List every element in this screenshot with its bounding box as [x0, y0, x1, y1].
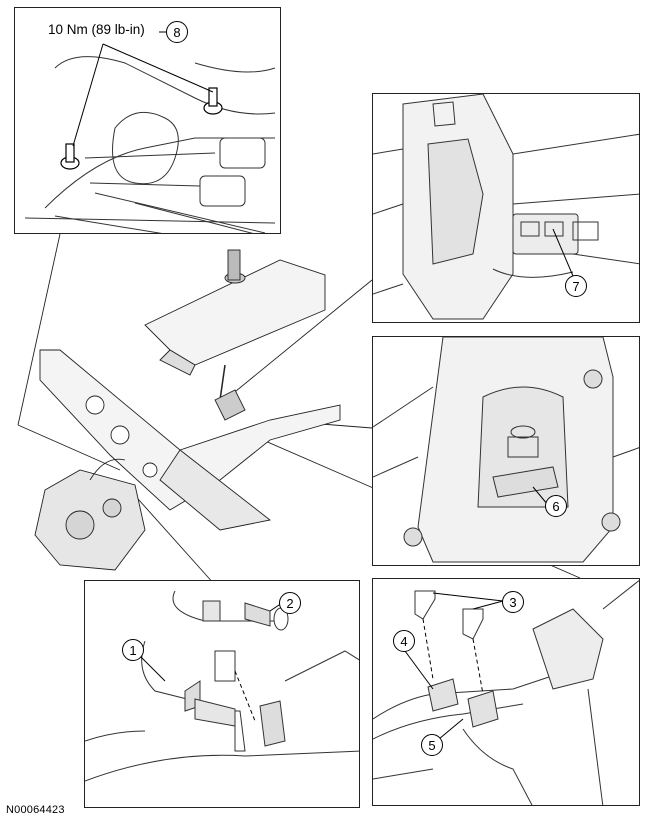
callout-6: 6 — [545, 495, 567, 517]
callout-4: 4 — [393, 630, 415, 652]
callout-3: 3 — [502, 591, 524, 613]
torque-spec-label: 10 Nm (89 lb-in) — [48, 22, 145, 37]
detail-panel-transmission-cables: 2 1 — [84, 580, 360, 808]
detail-panel-bolts: 10 Nm (89 lb-in) 8 — [14, 7, 281, 234]
transmission-cable-illustration — [85, 590, 359, 782]
detail-panel-shifter-module: 7 — [372, 93, 640, 323]
callout-8: 8 — [166, 21, 188, 43]
shifter-module-illustration — [373, 94, 639, 320]
callout-1: 1 — [122, 639, 144, 661]
callout-5: 5 — [421, 734, 443, 756]
callout-2: 2 — [279, 592, 301, 614]
callout-7: 7 — [565, 275, 587, 297]
shifter-base-illustration — [373, 337, 639, 563]
bolt-detail-illustration — [24, 43, 276, 233]
detail-panel-shifter-cables: 3 4 5 — [372, 578, 640, 806]
torque-dash — [159, 31, 167, 33]
figure-id: N00064423 — [6, 804, 65, 816]
detail-panel-shifter-base: 6 — [372, 336, 640, 566]
center-assembly-illustration — [34, 249, 341, 571]
shifter-cable-illustration — [373, 579, 639, 805]
